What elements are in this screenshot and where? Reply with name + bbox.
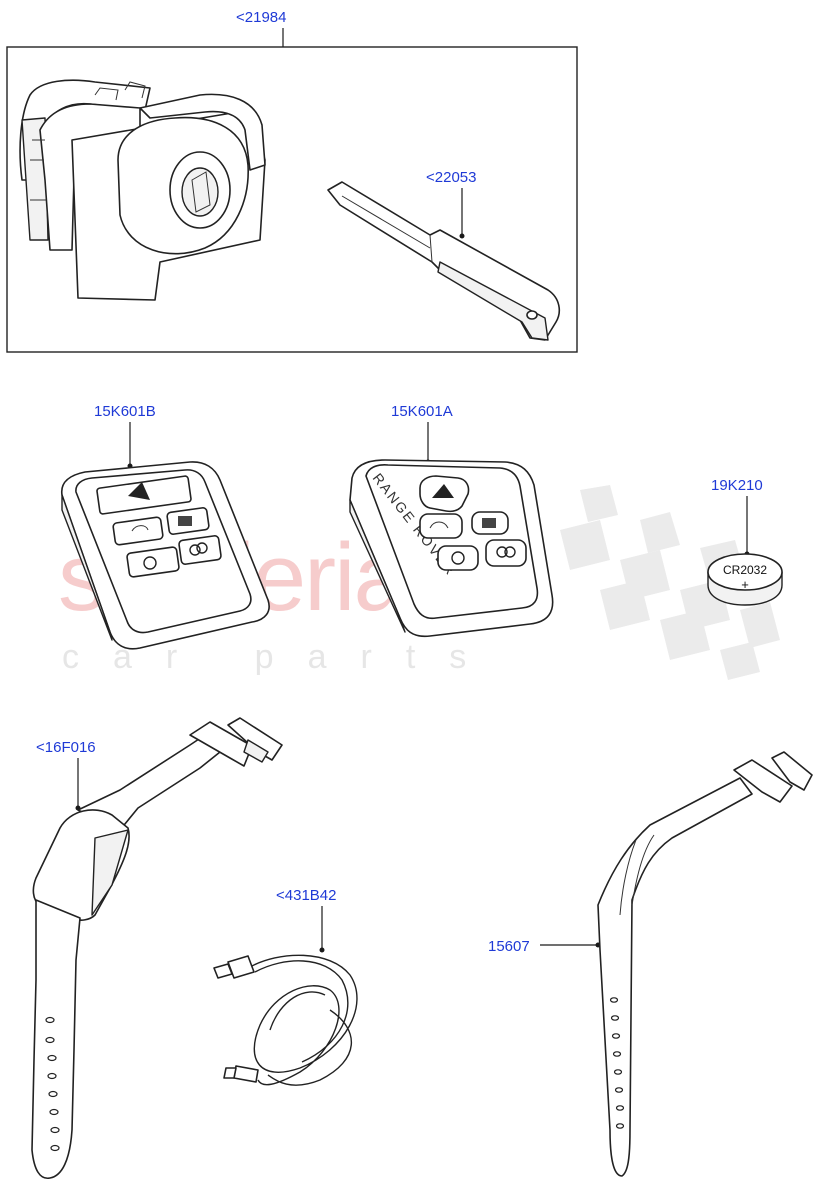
activity-key-wristband: <16F016 — [31, 717, 283, 1179]
callout-battery: 19K210 — [711, 477, 763, 494]
callout-fob-b: 15K601B — [94, 403, 156, 420]
fob-b-tailgate-button — [112, 516, 164, 546]
fob-a-unlock-button — [437, 545, 479, 571]
callout-activity-key: <16F016 — [36, 739, 96, 756]
callout-fob-a: 15K601A — [391, 403, 453, 420]
callout-strap: 15607 — [488, 938, 530, 955]
battery-label: CR2032 — [723, 563, 767, 577]
battery-sign: + — [741, 577, 749, 592]
replacement-strap: 15607 — [488, 751, 813, 1177]
remote-fob-a: 15K601A RANGE ROVER — [349, 403, 554, 638]
usb-charging-cable: <431B42 — [213, 887, 358, 1086]
strap-holes-15607 — [609, 997, 625, 1129]
callout-lock-assembly: <21984 — [236, 9, 286, 26]
strap-holes — [45, 1016, 60, 1152]
remote-fob-b: 15K601B — [60, 403, 270, 650]
fob-b-unlock-button — [126, 546, 180, 578]
callout-key-blade: <22053 — [426, 169, 476, 186]
fob-a-tailgate-button — [419, 513, 463, 539]
key-blade: <22053 — [327, 169, 561, 341]
ignition-lock-barrel — [19, 79, 266, 301]
callout-usb-cable: <431B42 — [276, 887, 336, 904]
fob-a-lights-button — [485, 539, 527, 567]
lock-assembly-group: <21984 <22053 — [6, 9, 578, 353]
group-frame — [6, 46, 578, 353]
coin-battery: 19K210 CR2032 + — [707, 477, 783, 606]
